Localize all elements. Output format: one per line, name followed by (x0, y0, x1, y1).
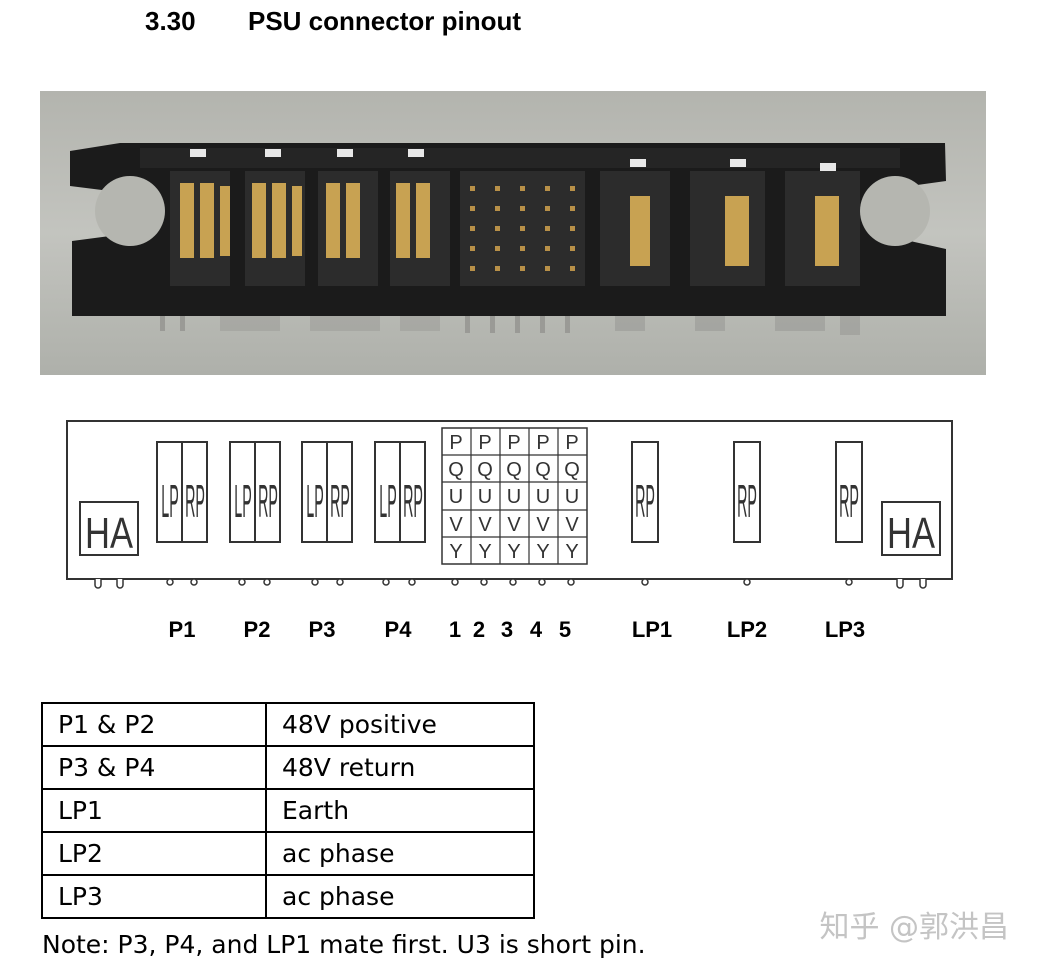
function-cell: 48V return (265, 745, 535, 790)
grid-cell-p1: P (449, 432, 462, 454)
label-p2: P2 (244, 617, 271, 642)
grid-cell-p4: P (536, 432, 549, 454)
grid-cell-v5: V (565, 514, 579, 536)
label-p3: P3 (309, 617, 336, 642)
grid-cell-v1: V (449, 514, 463, 536)
lp-block-lp1: RP (631, 441, 659, 543)
table-row: LP2 ac phase (41, 831, 535, 876)
grid-cell-q1: Q (448, 459, 464, 481)
pins-cell: LP2 (41, 831, 267, 876)
grid-cell-y1: Y (449, 541, 462, 563)
table-row: P3 & P4 48V return (41, 745, 535, 790)
ha-right-block: HA (881, 501, 941, 558)
lp2-inner-label: RP (737, 477, 757, 528)
function-cell: Earth (265, 788, 535, 833)
p4-right-label: RP (403, 477, 423, 528)
table-row: P1 & P2 48V positive (41, 702, 535, 747)
p4-left-label: LP (379, 477, 396, 528)
table-row: LP3 ac phase (41, 874, 535, 919)
section-heading: 3.30 PSU connector pinout (145, 6, 521, 37)
pin-function-table: P1 & P2 48V positive P3 & P4 48V return … (41, 702, 535, 919)
grid-cell-q2: Q (477, 459, 493, 481)
p1-right-label: RP (185, 477, 205, 528)
power-block-p2: LP RP (229, 441, 281, 543)
label-p1: P1 (169, 617, 196, 642)
grid-cell-y3: Y (507, 541, 520, 563)
mating-note: Note: P3, P4, and LP1 mate first. U3 is … (42, 930, 646, 959)
label-lp3: LP3 (825, 617, 865, 642)
grid-cell-q3: Q (506, 459, 522, 481)
ha-left-label: HA (85, 509, 134, 558)
lp1-inner-label: RP (635, 477, 655, 528)
ha-left-block: HA (79, 501, 139, 558)
function-cell: ac phase (265, 831, 535, 876)
label-col-3: 3 (501, 617, 513, 642)
p3-left-label: LP (306, 477, 323, 528)
pins-cell: LP1 (41, 788, 267, 833)
grid-cell-p5: P (565, 432, 578, 454)
grid-cell-p2: P (478, 432, 491, 454)
pins-cell: P3 & P4 (41, 745, 267, 790)
grid-cell-q4: Q (535, 459, 551, 481)
label-lp1: LP1 (632, 617, 672, 642)
lp3-inner-label: RP (839, 477, 859, 528)
pins-cell: LP3 (41, 874, 267, 919)
function-cell: 48V positive (265, 702, 535, 747)
section-title: PSU connector pinout (248, 6, 521, 36)
grid-cell-y4: Y (536, 541, 549, 563)
grid-cell-u2: U (478, 486, 492, 508)
grid-cell-u5: U (565, 486, 579, 508)
p3-right-label: RP (330, 477, 350, 528)
watermark: 知乎 @郭洪昌 (819, 910, 1009, 945)
function-cell: ac phase (265, 874, 535, 919)
label-col-2: 2 (473, 617, 485, 642)
power-block-p3: LP RP (301, 441, 353, 543)
pins-cell: P1 & P2 (41, 702, 267, 747)
label-col-4: 4 (530, 617, 543, 642)
grid-cell-q5: Q (564, 459, 580, 481)
signal-pin-grid: P P P P P Q Q Q Q Q U U U U U V V V V V (441, 427, 588, 565)
grid-cell-u3: U (507, 486, 521, 508)
label-col-5: 5 (559, 617, 571, 642)
lp-block-lp2: RP (733, 441, 761, 543)
ha-right-label: HA (887, 509, 936, 558)
grid-cell-p3: P (507, 432, 520, 454)
power-block-p1: LP RP (156, 441, 208, 543)
label-p4: P4 (385, 617, 413, 642)
grid-cell-v4: V (536, 514, 550, 536)
grid-cell-y2: Y (478, 541, 491, 563)
connector-photo (40, 91, 986, 375)
grid-cell-u4: U (536, 486, 550, 508)
p1-left-label: LP (161, 477, 178, 528)
p2-right-label: RP (258, 477, 278, 528)
table-row: LP1 Earth (41, 788, 535, 833)
grid-cell-y5: Y (565, 541, 578, 563)
lp-block-lp3: RP (835, 441, 863, 543)
pinout-diagram: HA HA LP RP LP RP LP RP (60, 415, 960, 655)
power-block-p4: LP RP (374, 441, 426, 543)
grid-cell-v3: V (507, 514, 521, 536)
section-number: 3.30 (145, 6, 196, 36)
label-lp2: LP2 (727, 617, 767, 642)
grid-cell-u1: U (449, 486, 463, 508)
grid-cell-v2: V (478, 514, 492, 536)
label-col-1: 1 (449, 617, 461, 642)
p2-left-label: LP (234, 477, 251, 528)
